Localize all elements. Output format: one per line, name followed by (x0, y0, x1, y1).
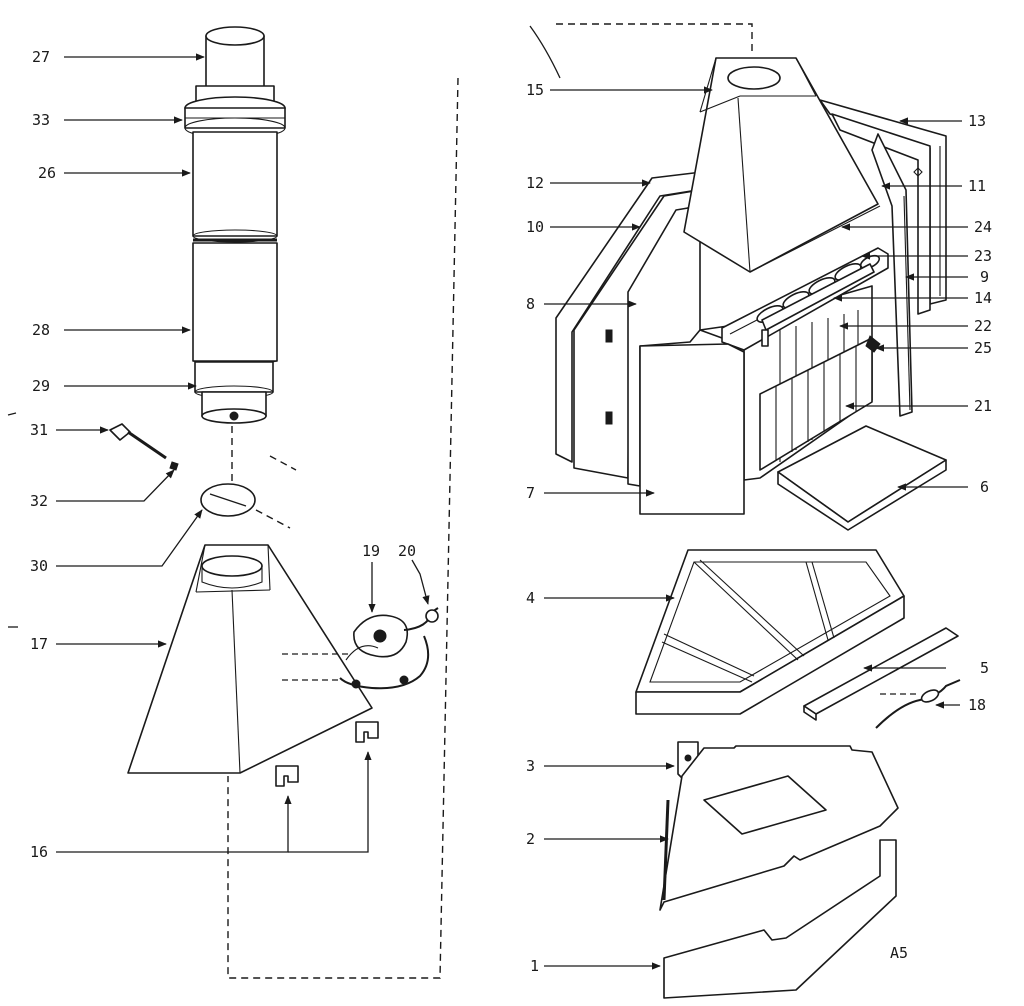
part-label-4: 4 (526, 589, 535, 607)
part-label-20: 20 (398, 542, 416, 560)
flue-cap-27 (205, 26, 265, 89)
part-label-24: 24 (974, 218, 992, 236)
burner-tube-20 (282, 607, 439, 690)
hood-17 (127, 544, 373, 774)
base-1 (663, 839, 897, 999)
gas-valve-19 (282, 614, 409, 661)
damper-handle-31 (109, 423, 167, 460)
rail-5 (803, 627, 959, 721)
leader-lines (56, 53, 968, 970)
part-label-13: 13 (968, 112, 986, 130)
part-label-10: 10 (526, 218, 544, 236)
chimney-pipe-stack (184, 26, 286, 490)
wire-harness-18 (875, 679, 961, 729)
sheet-code: A5 (890, 944, 908, 962)
firebox-panel-8 (627, 205, 701, 487)
hearth-plate-6 (777, 425, 947, 531)
part-label-30: 30 (30, 557, 48, 575)
part-label-19: 19 (362, 542, 380, 560)
side-panel-11 (831, 113, 931, 315)
part-label-18: 18 (968, 696, 986, 714)
part-label-8: 8 (526, 295, 535, 313)
base-cabinet-2 (659, 745, 899, 911)
part-label-33: 33 (32, 111, 50, 129)
part-label-26: 26 (38, 164, 56, 182)
bracket-16a (275, 765, 299, 787)
hood-15 (683, 57, 881, 273)
part-label-3: 3 (526, 757, 535, 775)
bracket-16b (355, 721, 379, 743)
front-panel-7 (639, 343, 745, 515)
top-guide-line (556, 23, 753, 56)
part-labels: 27 33 26 28 29 31 32 30 17 19 20 16 15 1… (30, 48, 992, 975)
burner-rail-14 (761, 263, 875, 347)
side-panel-9 (871, 133, 913, 417)
part-label-27: 27 (32, 48, 50, 66)
part-label-15: 15 (526, 81, 544, 99)
part-label-7: 7 (526, 484, 535, 502)
left-assembly-guide-line (227, 77, 459, 979)
collar-33 (184, 85, 286, 139)
pipe-adapter-29 (194, 361, 274, 424)
log-set-23 (756, 254, 881, 323)
pipe-section-26 (192, 131, 278, 243)
part-label-29: 29 (32, 377, 50, 395)
part-label-21: 21 (974, 397, 992, 415)
part-label-6: 6 (980, 478, 989, 496)
part-label-28: 28 (32, 321, 50, 339)
part-label-9: 9 (980, 268, 989, 286)
part-label-17: 17 (30, 635, 48, 653)
part-label-31: 31 (30, 421, 48, 439)
part-label-1: 1 (530, 957, 539, 975)
damper-plate-30 (200, 483, 291, 529)
base-frame-4 (635, 549, 905, 715)
part-label-25: 25 (974, 339, 992, 357)
damper-pin-32 (169, 461, 179, 471)
part-label-11: 11 (968, 177, 986, 195)
part-label-2: 2 (526, 830, 535, 848)
part-label-16: 16 (30, 843, 48, 861)
part-label-12: 12 (526, 174, 544, 192)
liner-21 (759, 337, 873, 471)
pipe-section-28 (192, 242, 278, 368)
part-label-22: 22 (974, 317, 992, 335)
part-label-14: 14 (974, 289, 992, 307)
part-label-5: 5 (980, 659, 989, 677)
part-label-32: 32 (30, 492, 48, 510)
part-label-23: 23 (974, 247, 992, 265)
